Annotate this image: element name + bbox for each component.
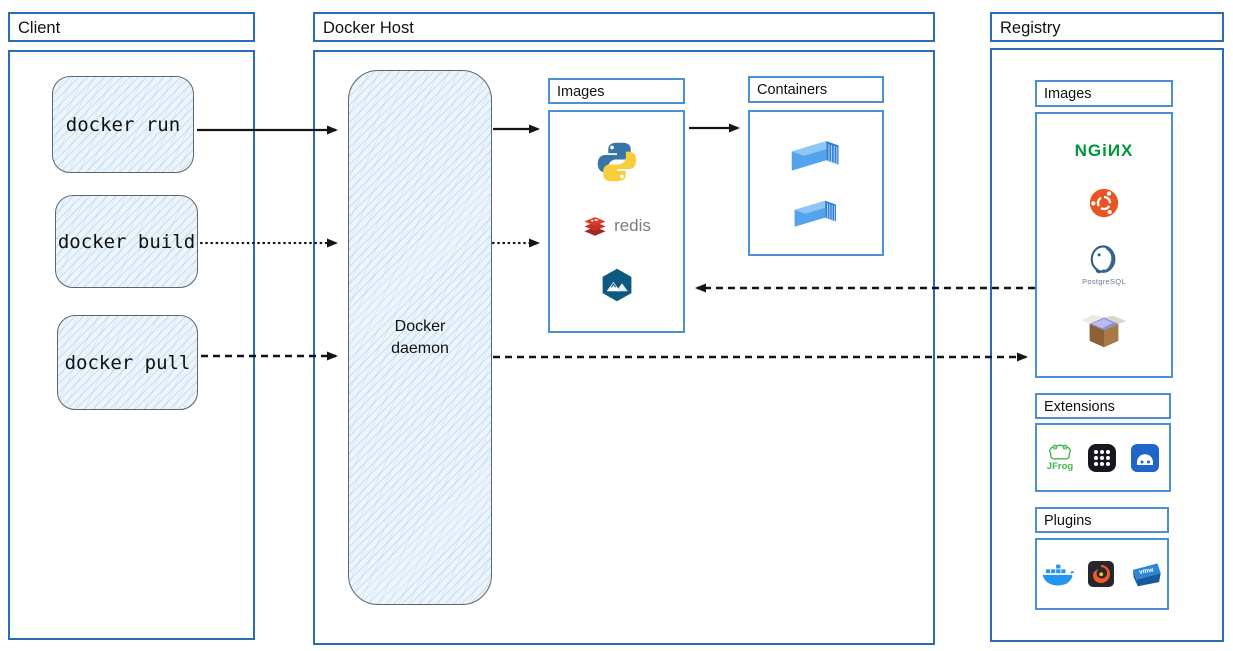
vmware-label: vmw bbox=[1139, 566, 1155, 576]
host-images-panel: redis bbox=[548, 110, 685, 333]
client-title-label: Client bbox=[18, 19, 61, 37]
python-icon bbox=[595, 140, 639, 184]
vm-app-icon bbox=[1130, 443, 1160, 473]
extensions-title-label: Extensions bbox=[1044, 399, 1115, 415]
containers-title-label: Containers bbox=[757, 82, 828, 98]
host-images-panel-title: Images bbox=[548, 78, 685, 104]
docker-pull-label: docker pull bbox=[64, 351, 191, 374]
ubuntu-icon bbox=[1089, 188, 1119, 218]
vmware-icon: vmw bbox=[1128, 560, 1164, 588]
docker-whale-icon bbox=[1040, 561, 1074, 587]
plugins-title-label: Plugins bbox=[1044, 513, 1092, 529]
grafana-icon bbox=[1087, 560, 1115, 588]
nginx-logo: NGiИX bbox=[1074, 141, 1134, 160]
redis-label: redis bbox=[614, 215, 651, 235]
extensions-panel-title: Extensions bbox=[1035, 393, 1171, 419]
docker-daemon-label: Docker daemon bbox=[391, 317, 449, 357]
postgresql-label: PostgreSQL bbox=[1082, 277, 1126, 286]
docker-daemon-box: Docker daemon bbox=[348, 70, 492, 605]
busybox-icon bbox=[1077, 313, 1131, 349]
registry-images-panel: NGiИX bbox=[1035, 112, 1173, 378]
containers-panel bbox=[748, 110, 884, 256]
redis-logo-row: redis bbox=[582, 213, 651, 239]
registry-images-panel-title: Images bbox=[1035, 80, 1173, 107]
redis-icon bbox=[582, 213, 608, 239]
docker-build-label: docker build bbox=[57, 230, 196, 253]
host-title-label: Docker Host bbox=[323, 19, 414, 37]
plugins-panel-title: Plugins bbox=[1035, 507, 1169, 533]
client-section-title: Client bbox=[8, 12, 255, 42]
postgresql-icon bbox=[1087, 245, 1121, 277]
container-icon bbox=[793, 197, 839, 229]
host-section-title: Docker Host bbox=[313, 12, 935, 42]
docker-pull-box: docker pull bbox=[57, 315, 198, 410]
jfrog-icon bbox=[1046, 443, 1074, 463]
app-grid-icon bbox=[1087, 443, 1117, 473]
registry-title-label: Registry bbox=[1000, 19, 1061, 37]
plugins-panel: vmw bbox=[1035, 538, 1169, 610]
host-images-title-label: Images bbox=[557, 84, 605, 100]
docker-run-label: docker run bbox=[65, 113, 181, 136]
docker-run-box: docker run bbox=[52, 76, 194, 173]
jfrog-logo: JFrog bbox=[1046, 443, 1074, 472]
registry-images-title-label: Images bbox=[1044, 86, 1092, 102]
host-section-box bbox=[313, 50, 935, 645]
extensions-panel: JFrog bbox=[1035, 423, 1171, 492]
containers-panel-title: Containers bbox=[748, 76, 884, 103]
registry-section-box bbox=[990, 48, 1224, 642]
registry-section-title: Registry bbox=[990, 12, 1224, 42]
alpine-icon bbox=[599, 267, 635, 303]
client-section-box bbox=[8, 50, 255, 640]
postgresql-logo: PostgreSQL bbox=[1082, 245, 1126, 286]
docker-build-box: docker build bbox=[55, 195, 198, 288]
container-icon bbox=[790, 137, 842, 173]
jfrog-label: JFrog bbox=[1046, 461, 1074, 472]
